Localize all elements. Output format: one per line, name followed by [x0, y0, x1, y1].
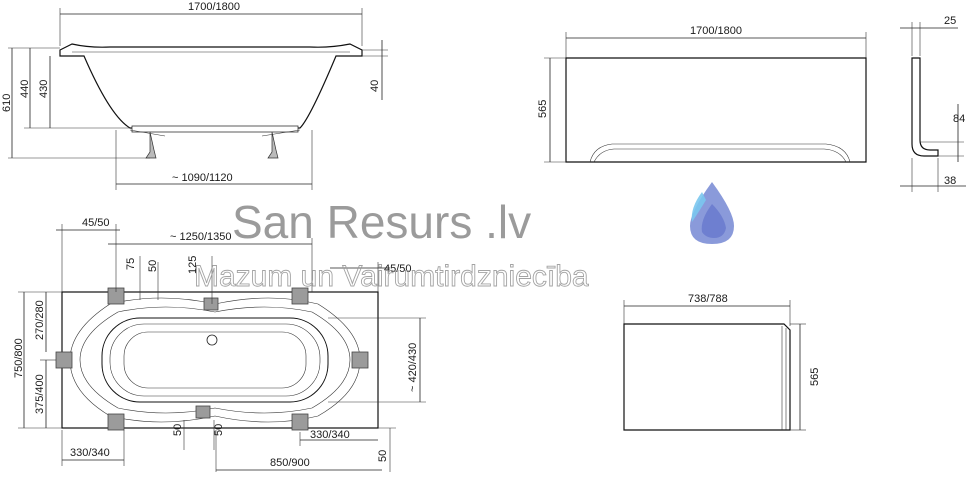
tub-base: [131, 125, 299, 133]
mount-pad-left: [55, 351, 73, 369]
profile-shape: [911, 57, 939, 157]
dim-panel-length: 1700/1800: [690, 25, 742, 37]
faucet-mark-bottom: [195, 405, 211, 419]
dim-feet-span: ~ 1090/1120: [172, 172, 233, 184]
watermark-subtitle: Mazum un Vairumtirdzniecība: [194, 260, 589, 293]
dim-top-45-50-b: 45/50: [384, 263, 412, 275]
dim-top-50-a: 50: [147, 260, 159, 272]
faucet-mark-top: [203, 297, 219, 311]
dim-side-40: 40: [369, 80, 381, 92]
dim-top-50-d: 50: [377, 450, 389, 462]
end-panel-view: 738/788 565: [623, 293, 821, 431]
dim-profile-25: 25: [944, 15, 956, 27]
dim-top-850-900: 850/900: [270, 457, 310, 469]
dim-side-610: 610: [1, 94, 13, 112]
dim-top-75: 75: [125, 258, 137, 270]
tub-side-body: [59, 43, 363, 129]
dim-top-270-280: 270/280: [34, 300, 46, 340]
mount-pad-right: [351, 351, 369, 369]
dim-end-panel-width: 738/788: [688, 293, 728, 305]
water-drop-icon: [690, 182, 734, 244]
side-view: 1700/1800 610 440 430 40 ~ 1090/1120: [1, 1, 388, 190]
dim-top-750-800: 750/800: [13, 338, 25, 378]
dim-side-440: 440: [19, 80, 31, 98]
watermark: San Resurs .lv Mazum un Vairumtirdzniecī…: [194, 182, 734, 293]
dim-top-330-340-a: 330/340: [70, 447, 110, 459]
dim-top-125: 125: [187, 256, 199, 274]
dim-panel-height: 565: [537, 100, 549, 118]
dim-top-330-340-b: 330/340: [310, 429, 350, 441]
tub-top-outer-basin: [69, 297, 361, 423]
dim-top-50-c: 50: [213, 424, 225, 436]
mount-pad-bottom-right: [291, 413, 309, 431]
dim-profile-38: 38: [944, 175, 956, 187]
dim-end-panel-height: 565: [809, 368, 821, 386]
dim-side-length: 1700/1800: [188, 1, 240, 13]
dim-top-375-400: 375/400: [34, 374, 46, 414]
panel-profile-view: 25 84 38: [900, 15, 966, 192]
watermark-title: San Resurs .lv: [232, 196, 531, 248]
dim-profile-84: 84: [953, 113, 965, 125]
front-panel-shape: [565, 57, 867, 163]
dim-top-420-430: ~ 420/430: [407, 343, 419, 392]
front-panel-view: 1700/1800 565: [537, 25, 867, 163]
tub-top-inner-basin: [101, 317, 329, 403]
mount-pad-bottom-left: [107, 413, 125, 431]
dim-top-1250: ~ 1250/1350: [170, 231, 231, 243]
tub-foot-right: [267, 131, 279, 159]
end-panel-shape: [623, 323, 791, 431]
tub-foot-left: [145, 131, 157, 159]
dim-top-45-50-a: 45/50: [82, 217, 110, 229]
dim-top-50-b: 50: [172, 424, 184, 436]
mount-pad-top-right: [291, 287, 309, 305]
top-view: 45/50 ~ 1250/1350 75 50 125 45/50 750/80…: [13, 217, 426, 472]
dim-side-430: 430: [38, 80, 50, 98]
drain-icon: [206, 334, 218, 346]
